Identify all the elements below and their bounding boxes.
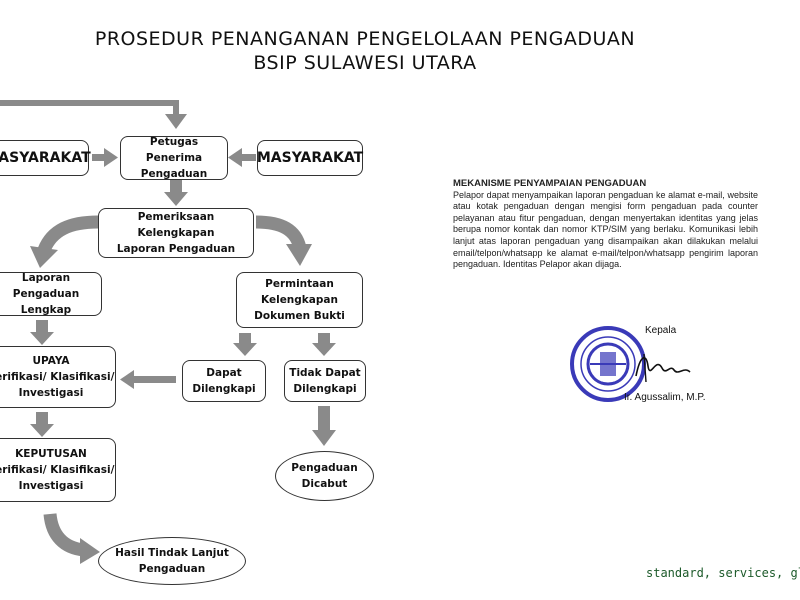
- masyarakat-left-box: MASYARAKAT: [0, 140, 91, 176]
- laporan-lengkap-box: Laporan Pengaduan Lengkap: [0, 272, 102, 316]
- mechanism-title: MEKANISME PENYAMPAIAN PENGADUAN: [453, 178, 647, 189]
- arrow-right-to-petugas-shaft: [240, 154, 256, 161]
- petugas-box: Petugas Penerima Pengaduan: [120, 136, 228, 180]
- upaya-box: UPAYA Verifikasi/ Klasifikasi/ Investiga…: [0, 346, 116, 408]
- curved-arrow-bottom: [43, 513, 86, 557]
- arrow-lengkap-down-head: [30, 332, 54, 345]
- curved-arrow-bottom-head: [80, 538, 100, 564]
- arrow-upaya-down-head: [30, 424, 54, 437]
- arrow-permintaan-dapat-shaft: [239, 333, 251, 345]
- mechanism-panel: MEKANISME PENYAMPAIAN PENGADUAN Pelapor …: [453, 178, 758, 271]
- arrow-tidak-down-shaft: [318, 406, 330, 432]
- signature-scribble: [635, 353, 691, 383]
- arrow-permintaan-tidak-head: [312, 343, 336, 356]
- pemeriksaan-box: Pemeriksaan Kelengkapan Laporan Pengadua…: [98, 208, 254, 258]
- arrow-permintaan-tidak-shaft: [318, 333, 330, 345]
- curved-arrow-right-head: [286, 244, 312, 266]
- diagram-title-line1: PROSEDUR PENANGANAN PENGELOLAAN PENGADUA…: [94, 28, 636, 50]
- tagline: standard, services, globa: [646, 566, 800, 580]
- signature-name: Ir. Agussalim, M.P.: [624, 392, 706, 403]
- arrow-dapat-to-upaya-shaft: [132, 376, 176, 383]
- official-stamp: [570, 326, 646, 402]
- feedback-loop-arrowhead: [165, 114, 187, 129]
- arrow-left-to-petugas-shaft: [92, 154, 106, 161]
- arrow-petugas-down-head: [164, 192, 188, 206]
- diagram-title-line2: BSIP SULAWESI UTARA: [253, 52, 477, 74]
- arrow-upaya-down-shaft: [36, 412, 48, 426]
- arrow-tidak-down-head: [312, 430, 336, 446]
- curved-arrow-right: [255, 215, 307, 250]
- curved-arrow-left-head: [30, 246, 58, 268]
- arrow-petugas-down-shaft: [170, 180, 182, 194]
- dapat-box: Dapat Dilengkapi: [182, 360, 266, 402]
- arrow-right-to-petugas-head: [228, 148, 242, 167]
- arrow-dapat-to-upaya-head: [120, 370, 134, 389]
- arrow-left-to-petugas-head: [104, 148, 118, 167]
- masyarakat-right-box: MASYARAKAT: [257, 140, 363, 176]
- curved-arrow-left: [37, 215, 99, 253]
- permintaan-box: Permintaan Kelengkapan Dokumen Bukti: [236, 272, 363, 328]
- mechanism-body: Pelapor dapat menyampaikan laporan penga…: [453, 189, 758, 270]
- tidak-dapat-box: Tidak Dapat Dilengkapi: [284, 360, 366, 402]
- feedback-loop-arrow: [0, 100, 179, 116]
- dicabut-oval: Pengaduan Dicabut: [275, 451, 374, 501]
- keputusan-box: KEPUTUSAN Verifikasi/ Klasifikasi/ Inves…: [0, 438, 116, 502]
- arrow-lengkap-down-shaft: [36, 320, 48, 334]
- arrow-permintaan-dapat-head: [233, 343, 257, 356]
- hasil-oval: Hasil Tindak Lanjut Pengaduan: [98, 537, 246, 585]
- signature-role: Kepala: [645, 325, 677, 336]
